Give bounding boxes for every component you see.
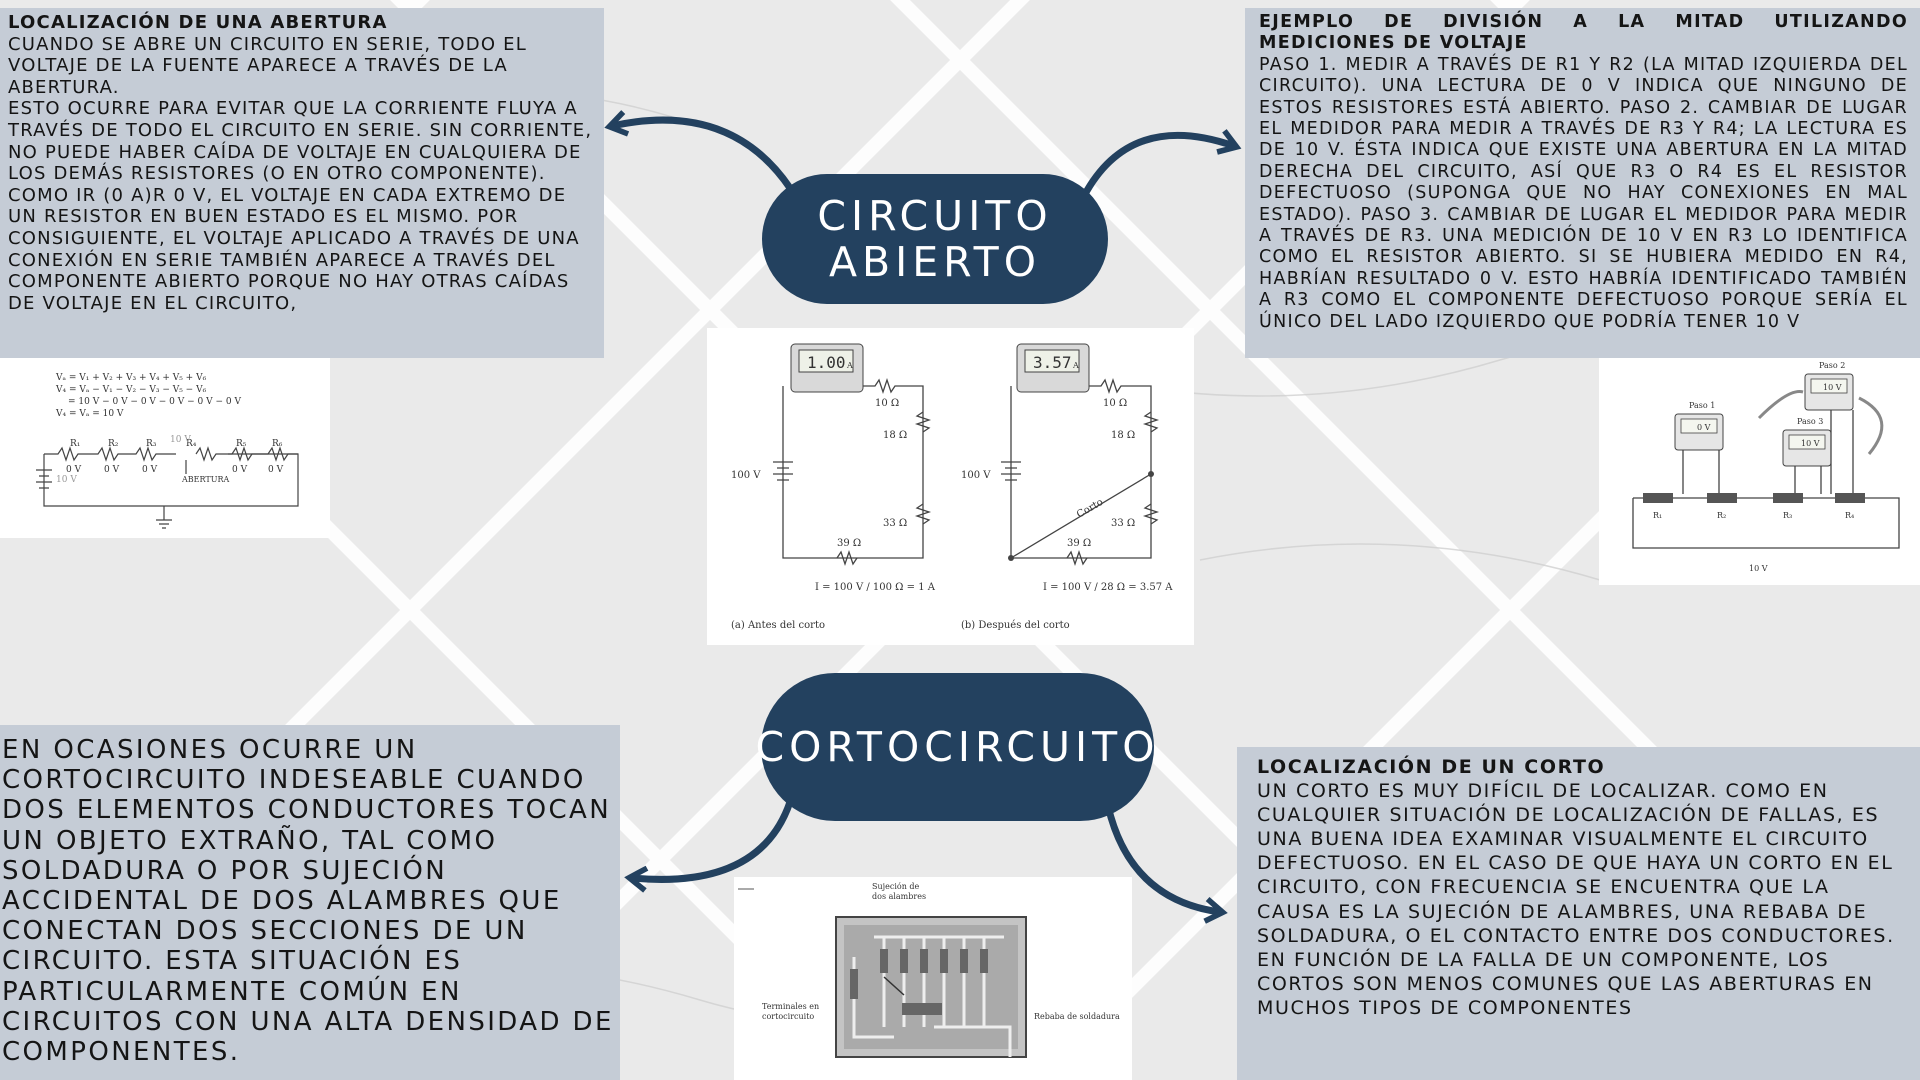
- short-location-body: UN CORTO ES MUY DIFÍCIL DE LOCALIZAR. CO…: [1257, 780, 1895, 1019]
- a-r39: 39 Ω: [837, 538, 861, 549]
- open-location-title: LOCALIZACIÓN DE UNA ABERTURA: [8, 12, 388, 33]
- b-r18: 18 Ω: [1111, 430, 1135, 441]
- step-r3: R₃: [1783, 511, 1792, 520]
- step1-label: Paso 1: [1689, 401, 1715, 410]
- r5-drop: 0 V: [232, 465, 248, 475]
- board-top-label-2: dos alambres: [872, 892, 926, 901]
- short-circuit-label: CORTOCIRCUITO: [755, 723, 1160, 771]
- a-current-eq: I = 100 V / 100 Ω = 1 A: [815, 582, 936, 593]
- meter-b-unit: A: [1072, 361, 1079, 370]
- short-label: Corto: [1075, 497, 1105, 521]
- halving-steps-figure: 0 V 10 V 10 V Paso 1 Paso 2 Paso 3 R₁ R₂…: [1599, 358, 1920, 585]
- open-series-figure: Vₐ = V₁ + V₂ + V₃ + V₄ + V₅ + V₆ V₄ = Vₐ…: [0, 358, 330, 538]
- source-voltage: 10 V: [56, 475, 77, 485]
- open-circuit-line-2: ABIERTO: [829, 238, 1041, 286]
- r4-label: R₄: [186, 439, 197, 449]
- r2-drop: 0 V: [104, 465, 120, 475]
- short-location-title: LOCALIZACIÓN DE UN CORTO: [1257, 756, 1606, 778]
- equation-1: Vₐ = V₁ + V₂ + V₃ + V₄ + V₅ + V₆: [55, 373, 207, 383]
- r6-drop: 0 V: [268, 465, 284, 475]
- b-r10: 10 Ω: [1103, 398, 1127, 409]
- step-r4: R₄: [1845, 511, 1854, 520]
- r3-drop: 0 V: [142, 465, 158, 475]
- b-current-eq: I = 100 V / 28 Ω = 3.57 A: [1043, 582, 1173, 593]
- meter-a-reading: 1.00: [807, 353, 846, 372]
- circuit-board-figure: Sujeción de dos alambres Terminales en c…: [734, 877, 1132, 1080]
- step2-label: Paso 2: [1819, 361, 1845, 370]
- step-r1: R₁: [1653, 511, 1662, 520]
- halving-example-title: EJEMPLO DE DIVISIÓN A LA MITAD UTILIZAND…: [1259, 12, 1908, 54]
- board-right-label: Rebaba de soldadura: [1034, 1012, 1120, 1021]
- a-source: 100 V: [731, 470, 761, 481]
- b-source: 100 V: [961, 470, 991, 481]
- r1-drop: 0 V: [66, 465, 82, 475]
- meter-b-reading: 3.57: [1033, 353, 1072, 372]
- meter-a-unit: A: [846, 361, 853, 370]
- a-r33: 33 Ω: [883, 518, 907, 529]
- circuit-b: 3.57 A Corto 10 Ω 18 Ω 33 Ω 39 Ω 100 V I…: [961, 343, 1173, 631]
- b-r33: 33 Ω: [1111, 518, 1135, 529]
- open-circuit-node: CIRCUITO ABIERTO: [762, 174, 1108, 304]
- short-location-panel: LOCALIZACIÓN DE UN CORTO UN CORTO ES MUY…: [1237, 747, 1920, 1080]
- open-location-panel: LOCALIZACIÓN DE UNA ABERTURA CUANDO SE A…: [0, 8, 604, 358]
- short-intro-panel: EN OCASIONES OCURRE UN CORTOCIRCUITO IND…: [0, 725, 620, 1080]
- open-location-paragraph-2: ESTO OCURRE PARA EVITAR QUE LA CORRIENTE…: [8, 98, 593, 314]
- equation-4: V₄ = Vₐ = 10 V: [55, 409, 124, 419]
- short-circuit-node: CORTOCIRCUITO: [756, 673, 1154, 821]
- step3-reading: 10 V: [1801, 439, 1820, 448]
- open-circuit-line-1: CIRCUITO: [817, 192, 1053, 240]
- a-r18: 18 Ω: [883, 430, 907, 441]
- r6-label: R₆: [272, 439, 283, 449]
- r1-label: R₁: [70, 439, 80, 449]
- a-r10: 10 Ω: [875, 398, 899, 409]
- step3-label: Paso 3: [1797, 417, 1823, 426]
- a-caption: (a) Antes del corto: [731, 620, 825, 631]
- circuit-a: 1.00 A 10 Ω 18 Ω 33 Ω 39 Ω 100 V I = 100…: [731, 343, 936, 631]
- step-source: 10 V: [1749, 564, 1768, 573]
- r4-drop: 10 V: [170, 435, 191, 445]
- r2-label: R₂: [108, 439, 119, 449]
- r5-label: R₅: [236, 439, 247, 449]
- open-label: ABERTURA: [181, 475, 229, 484]
- open-location-paragraph-1: CUANDO SE ABRE UN CIRCUITO EN SERIE, TOD…: [8, 33, 527, 98]
- b-caption: (b) Después del corto: [961, 620, 1070, 631]
- halving-example-panel: EJEMPLO DE DIVISIÓN A LA MITAD UTILIZAND…: [1245, 8, 1920, 358]
- step1-reading: 0 V: [1697, 423, 1711, 432]
- r3-label: R₃: [146, 439, 157, 449]
- short-intro-body: EN OCASIONES OCURRE UN CORTOCIRCUITO IND…: [2, 735, 614, 1068]
- step-r2: R₂: [1717, 511, 1726, 520]
- halving-example-body: PASO 1. MEDIR A TRAVÉS DE R1 Y R2 (LA MI…: [1259, 54, 1908, 332]
- b-r39: 39 Ω: [1067, 538, 1091, 549]
- board-left-label-1: Terminales en: [762, 1002, 819, 1011]
- board-left-label-2: cortocircuito: [762, 1012, 814, 1021]
- board-top-label-1: Sujeción de: [872, 882, 920, 891]
- step2-reading: 10 V: [1823, 383, 1842, 392]
- before-after-short-figure: 1.00 A 10 Ω 18 Ω 33 Ω 39 Ω 100 V I = 100…: [707, 328, 1194, 645]
- equation-3: = 10 V − 0 V − 0 V − 0 V − 0 V − 0 V: [68, 397, 241, 407]
- equation-2: V₄ = Vₐ − V₁ − V₂ − V₃ − V₅ − V₆: [55, 385, 207, 395]
